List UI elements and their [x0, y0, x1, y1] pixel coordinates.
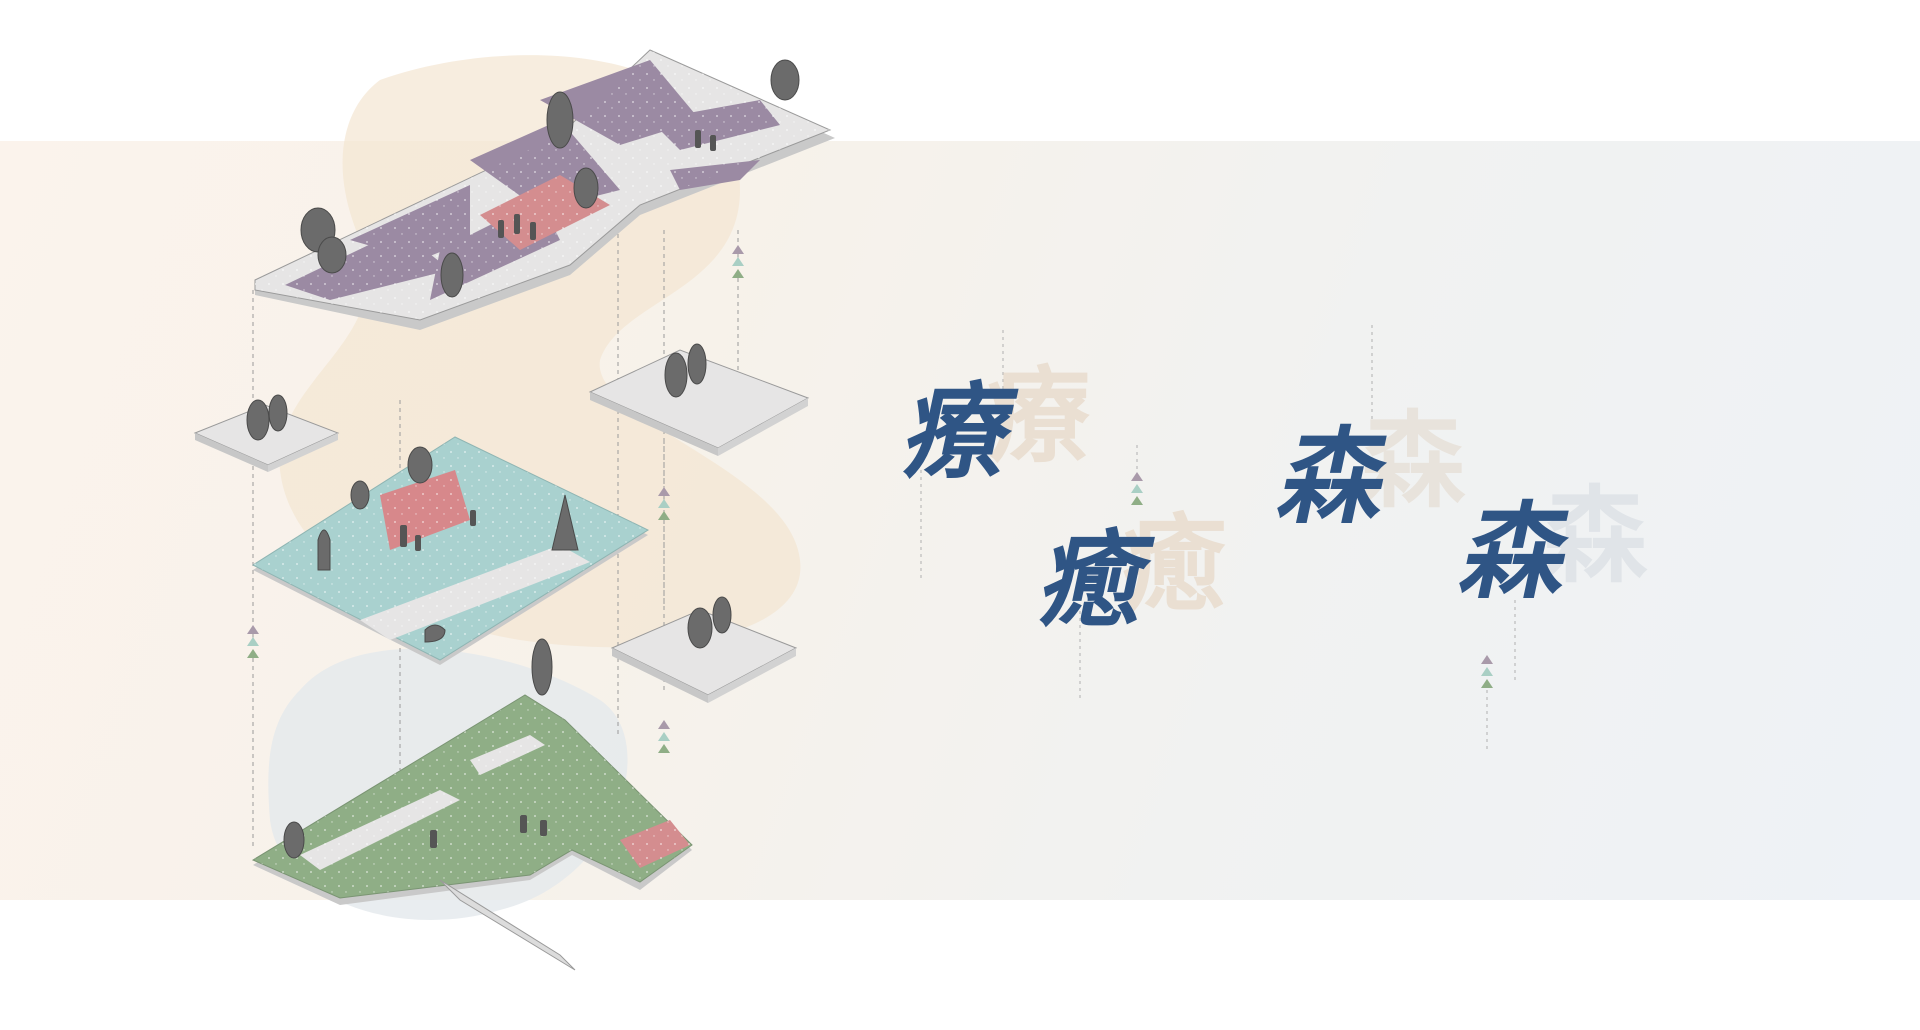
heading-char-2-main: 癒 — [1031, 518, 1162, 641]
heading-char-3-shadow: 森 — [1361, 399, 1466, 522]
left-small-island — [193, 404, 340, 472]
bottom-layer-platform — [251, 694, 693, 971]
heading-char-1: 療 療 — [895, 364, 1090, 494]
middle-layer-platform — [251, 436, 650, 665]
right-upper-island — [588, 349, 810, 456]
heading-char-4-shadow: 森 — [1543, 474, 1648, 597]
heading-guide-lines — [920, 325, 1516, 750]
heading-char-2: 癒 癒 — [1031, 512, 1226, 642]
people-figures — [400, 130, 716, 848]
trees-group — [246, 59, 800, 859]
arrow-markers — [247, 245, 1493, 753]
heading-char-1-main: 療 — [895, 370, 1026, 493]
heading-char-4: 森 森 — [1452, 484, 1647, 614]
heading-char-2-shadow: 癒 — [1122, 502, 1227, 625]
heading-char-1-shadow: 療 — [986, 354, 1091, 477]
heading-char-4-main: 森 — [1452, 490, 1583, 613]
heading-char-3: 森 森 — [1270, 409, 1465, 539]
heading-char-3-main: 森 — [1270, 415, 1401, 538]
right-lower-island — [610, 609, 798, 703]
